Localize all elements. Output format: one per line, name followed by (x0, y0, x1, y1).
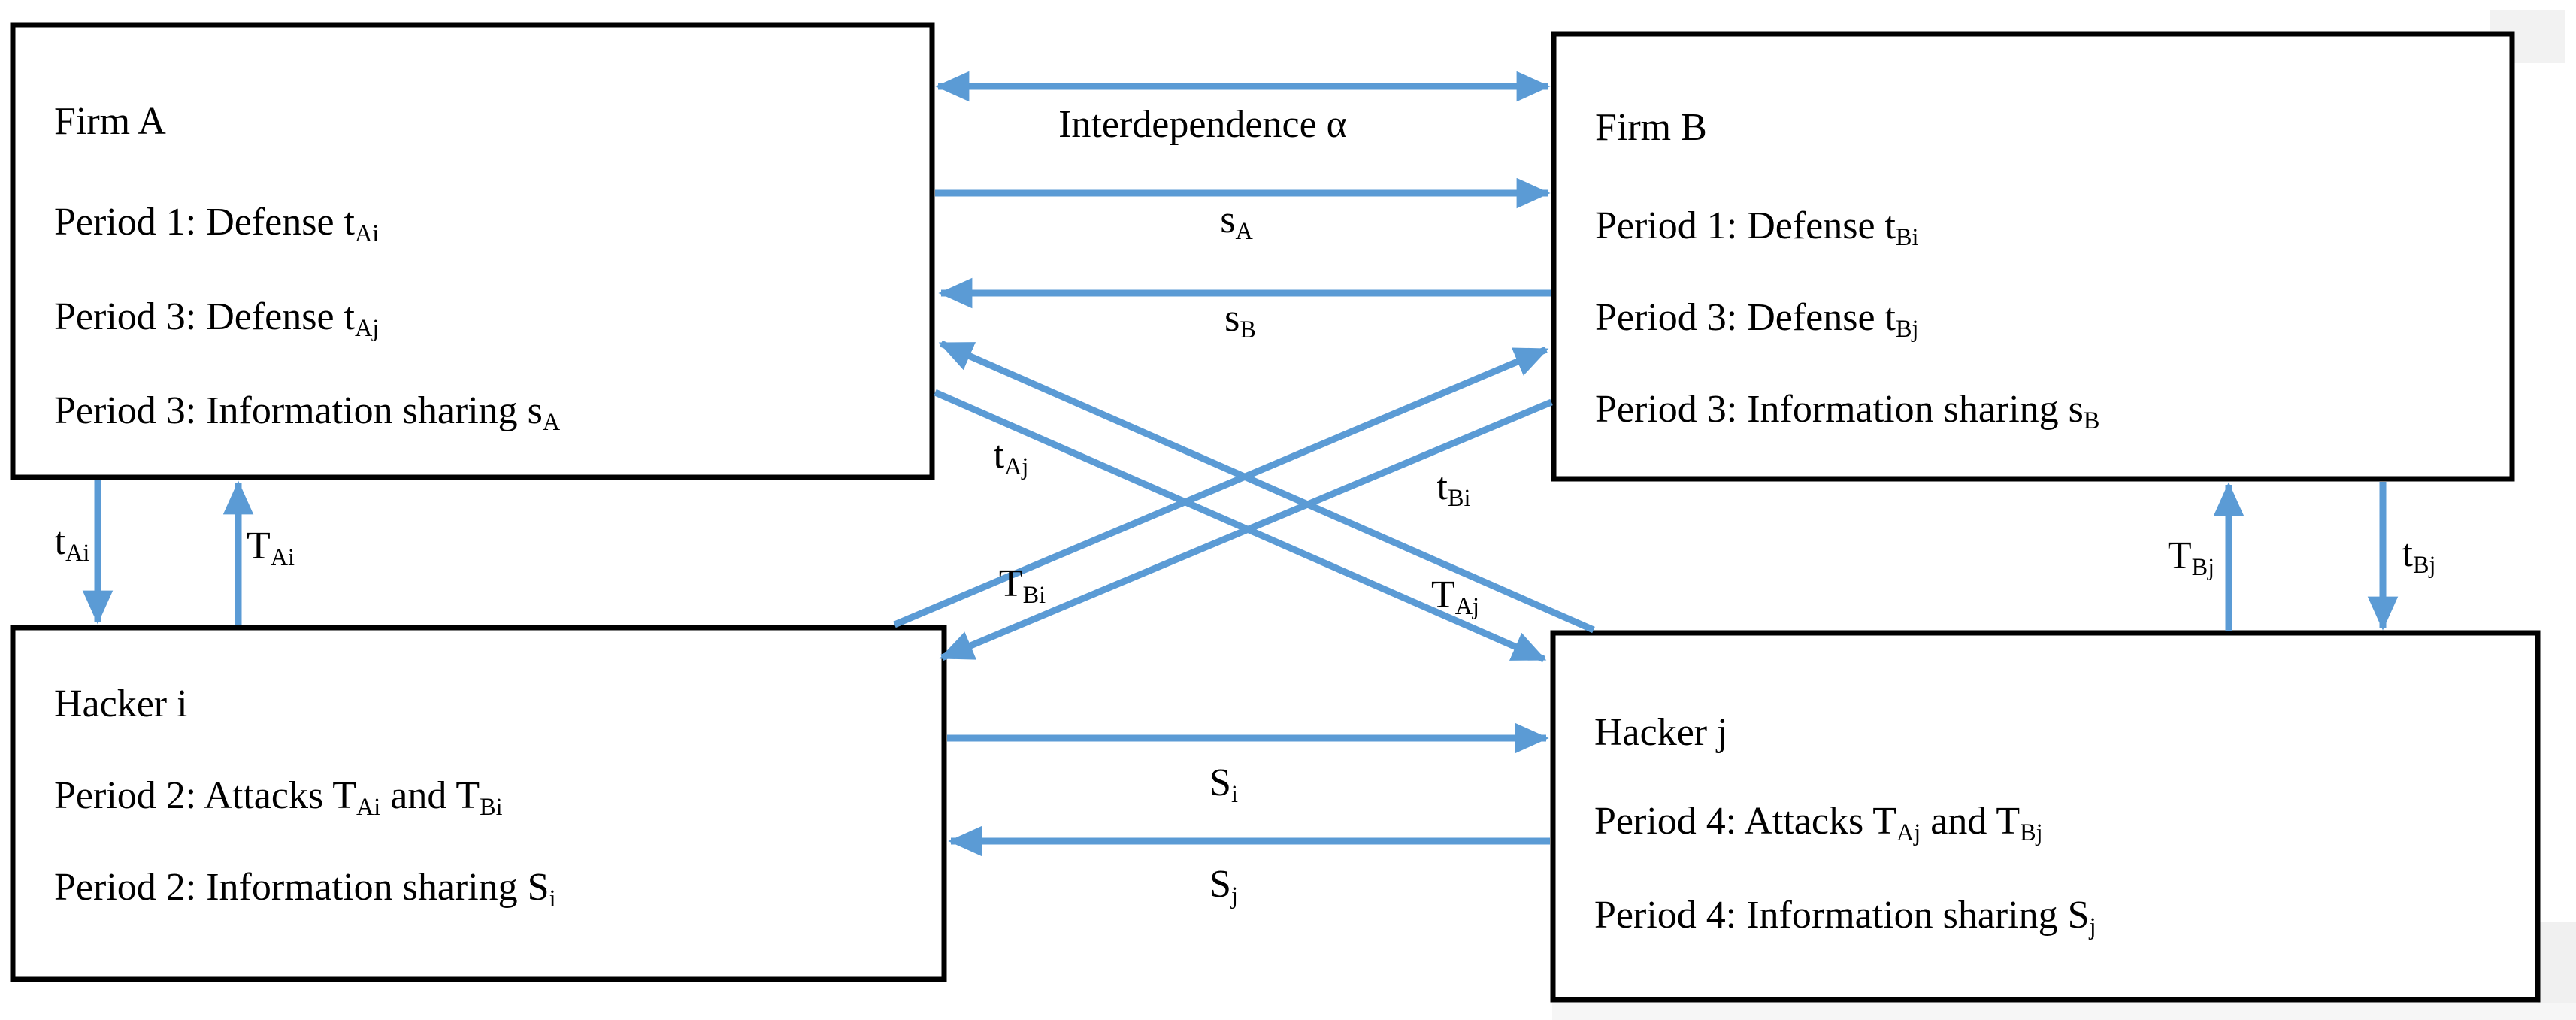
arrow-tBi-firmB-to-hackerI (939, 398, 1553, 661)
label-tAi: tAi (54, 520, 90, 567)
label-tAj: tAj (993, 434, 1029, 480)
firm-b-period3-defense: Period 3: Defense tBj (1595, 296, 1919, 343)
label-tBj: tBj (2402, 532, 2436, 579)
label-interdependence: Interdependence α (1058, 103, 1347, 146)
box-hacker-j (1550, 630, 2541, 1003)
box-firm-a (10, 22, 935, 480)
firm-a-period3-defense: Period 3: Defense tAj (54, 295, 380, 342)
hacker-j-period4-sharing: Period 4: Information sharing Sj (1594, 894, 2096, 940)
firm-b-period1: Period 1: Defense tBi (1595, 204, 1919, 251)
firm-b-period3-sharing: Period 3: Information sharing sB (1595, 388, 2100, 434)
label-TAj: TAj (1430, 574, 1480, 620)
hacker-i-title: Hacker i (54, 683, 188, 725)
hacker-i-period2-attacks: Period 2: Attacks TAi and TBi (54, 774, 503, 821)
label-TBj: TBj (2167, 534, 2215, 581)
label-TAi: TAi (246, 525, 295, 571)
gray-band-bottom (1552, 1003, 2576, 1020)
label-Si: Si (1209, 761, 1238, 808)
label-TBi: TBi (998, 562, 1046, 609)
firm-a-period1: Period 1: Defense tAi (54, 201, 380, 247)
label-sB: sB (1224, 297, 1256, 344)
hacker-j-title: Hacker j (1594, 711, 1728, 754)
label-Sj: Sj (1209, 863, 1238, 910)
label-tBi: tBi (1436, 465, 1471, 512)
arrow-tAj-firmA-to-hackerJ (934, 389, 1547, 663)
arrow-TBi-hackerI-to-firmB (893, 346, 1549, 628)
arrow-TAj-hackerJ-to-firmA (938, 340, 1595, 634)
hacker-i-period2-sharing: Period 2: Information sharing Si (54, 866, 556, 913)
hacker-j-period4-attacks: Period 4: Attacks TAj and TBj (1594, 800, 2043, 846)
firm-b-title: Firm B (1595, 106, 1707, 149)
firm-a-title: Firm A (54, 100, 166, 143)
box-hacker-i (10, 625, 947, 982)
box-firm-b (1551, 31, 2515, 482)
label-sA: sA (1220, 198, 1253, 245)
firm-a-period3-sharing: Period 3: Information sharing sA (54, 389, 561, 436)
